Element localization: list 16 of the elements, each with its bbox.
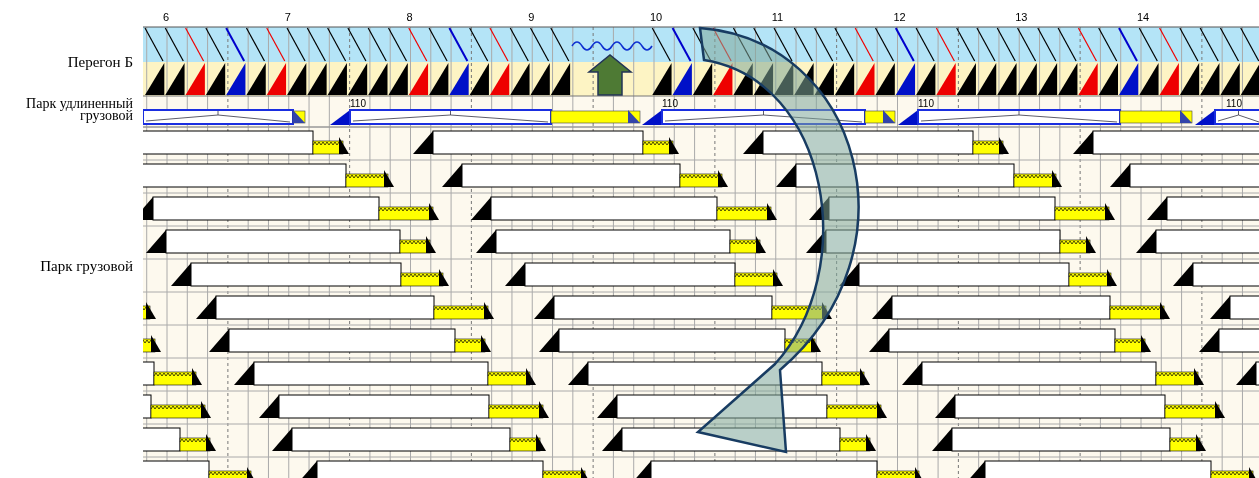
- hour-label: 10: [650, 11, 663, 23]
- hour-label: 12: [893, 11, 906, 23]
- hour-label: 14: [1137, 11, 1150, 23]
- hour-label: 11: [771, 11, 784, 23]
- track-number: 110: [662, 98, 678, 109]
- row-label: Парк грузовой: [40, 260, 133, 273]
- row-label: Перегон Б: [67, 56, 133, 69]
- hour-label: 7: [284, 11, 291, 23]
- track-number: 110: [1226, 98, 1242, 109]
- row-label: Парк удлиненный грузовой: [25, 98, 133, 122]
- track-number: 110: [350, 98, 366, 109]
- track-number: 110: [918, 98, 934, 109]
- hour-label: 6: [163, 11, 170, 23]
- hour-label: 9: [528, 11, 535, 23]
- hour-label: 13: [1015, 11, 1028, 23]
- hour-label: 8: [406, 11, 413, 23]
